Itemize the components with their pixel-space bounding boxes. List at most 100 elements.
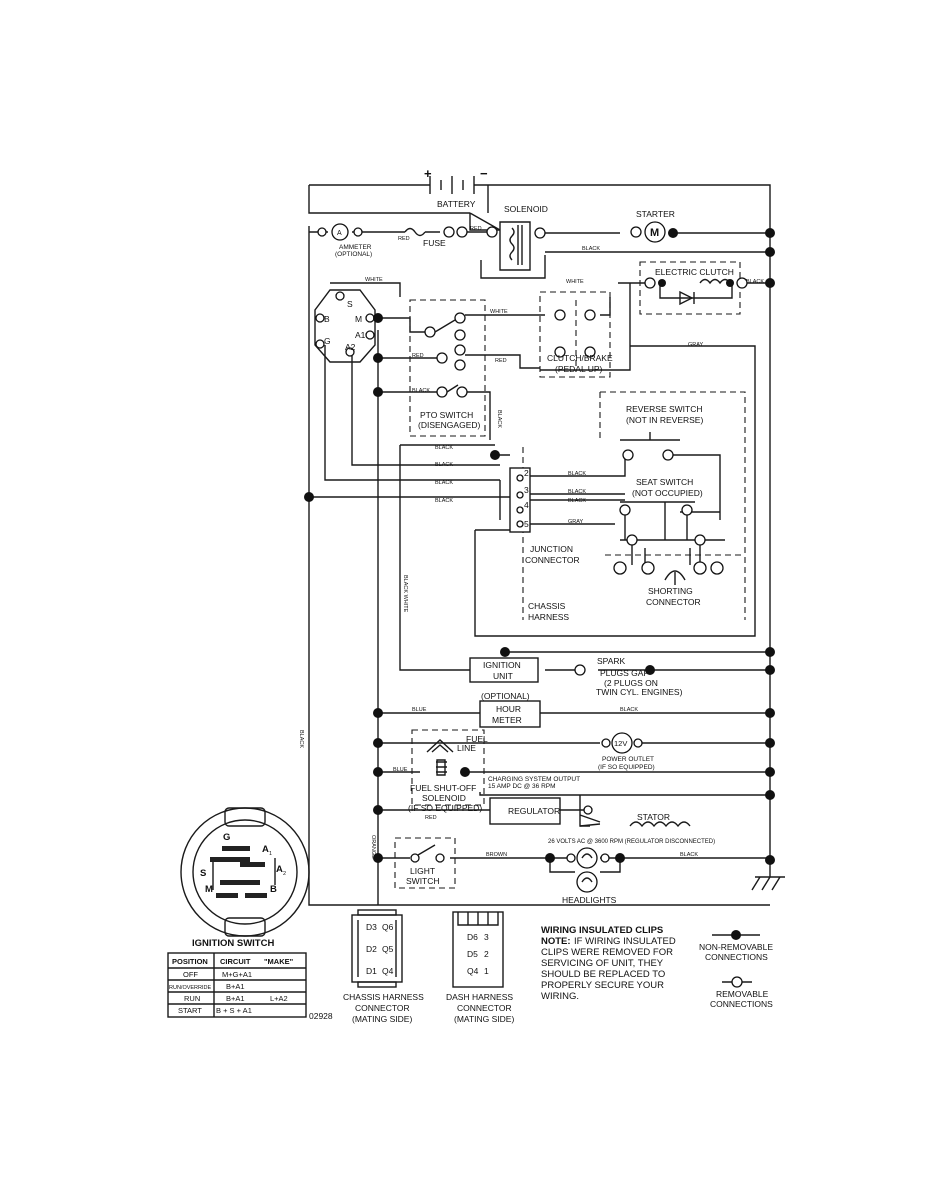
wire-black-label: BLACK bbox=[298, 730, 304, 748]
headlight-terminal bbox=[566, 853, 576, 863]
solenoid-label: SOLENOID bbox=[504, 204, 548, 214]
dash-harness-connector-icon bbox=[452, 911, 504, 988]
shorting-connector-icon bbox=[613, 561, 724, 585]
ignition-unit-label: IGNITION bbox=[483, 660, 521, 670]
hour-meter-optional: (OPTIONAL) bbox=[481, 691, 530, 701]
regulator-terminal bbox=[583, 805, 593, 815]
table-cell: B+A1 bbox=[226, 994, 245, 1003]
starter-junction bbox=[668, 228, 678, 238]
hour-meter-box bbox=[479, 700, 541, 728]
table-cell: RUN bbox=[184, 994, 200, 1003]
wiring-lines bbox=[308, 184, 785, 906]
chassis-pin: D3 bbox=[366, 922, 377, 932]
wire-white-label: WHITE bbox=[490, 309, 508, 315]
electric-clutch-label: ELECTRIC CLUTCH bbox=[655, 267, 734, 277]
wire-black-white-label: BLACK WHITE bbox=[402, 575, 408, 613]
key-label-a2-sub: 2 bbox=[283, 871, 286, 877]
fuel-solenoid-label: FUEL SHUT-OFF bbox=[410, 783, 476, 793]
ignition-terminal-s: S bbox=[347, 299, 353, 309]
starter-m-glyph: M bbox=[650, 227, 659, 239]
dash-pin: 3 bbox=[484, 932, 489, 942]
battery-pos-label: + bbox=[424, 166, 432, 181]
chassis-harness-connector-icon bbox=[351, 909, 403, 988]
wire-black-label: BLACK bbox=[435, 480, 453, 486]
shorting-connector-label: CONNECTOR bbox=[646, 597, 701, 607]
battery-neg-label: − bbox=[480, 166, 488, 181]
notes-line: PROPERLY SECURE YOUR bbox=[541, 980, 664, 991]
fuse-label: FUSE bbox=[423, 238, 446, 248]
dash-pin: 1 bbox=[484, 966, 489, 976]
outlet-terminal bbox=[633, 738, 643, 748]
key-label-a1-sub: 1 bbox=[269, 851, 272, 857]
stator-coil-icon bbox=[579, 814, 691, 828]
dash-connector-label: (MATING SIDE) bbox=[454, 1014, 514, 1024]
light-switch-label: SWITCH bbox=[406, 876, 440, 886]
svg-text:A: A bbox=[337, 230, 342, 237]
legend-removable-icon bbox=[722, 976, 752, 988]
fuel-solenoid-label: (IF SO EQUIPPED) bbox=[408, 803, 482, 813]
junction-connector-label: CONNECTOR bbox=[525, 555, 580, 565]
table-cell: START bbox=[178, 1006, 202, 1015]
fuse-terminal bbox=[456, 226, 468, 238]
clutch-terminal bbox=[644, 277, 656, 289]
chassis-pin: Q5 bbox=[382, 944, 394, 954]
clutch-brake-label: CLUTCH/BRAKE bbox=[547, 353, 613, 363]
hour-meter-label: HOUR bbox=[496, 704, 521, 714]
chassis-pin: Q6 bbox=[382, 922, 394, 932]
chassis-harness-label: HARNESS bbox=[528, 612, 569, 622]
junction-connector-label: JUNCTION bbox=[530, 544, 573, 554]
ignition-unit-box bbox=[469, 657, 539, 683]
spark-plug-label: (2 PLUGS ON bbox=[604, 678, 658, 688]
wire-brown-label: BROWN bbox=[486, 852, 507, 858]
fuel-solenoid-icon bbox=[426, 739, 454, 776]
pto-switch-contacts bbox=[424, 312, 468, 398]
table-cell: B + S + A1 bbox=[216, 1006, 252, 1015]
wire-gray-label: GRAY bbox=[688, 342, 704, 348]
ignition-terminal-b: B bbox=[324, 314, 330, 324]
ignition-switch-face bbox=[180, 807, 310, 937]
reverse-switch-contacts bbox=[620, 432, 680, 461]
wire-orange-label: ORANGE bbox=[370, 835, 376, 859]
wire-red-label: RED bbox=[470, 226, 482, 232]
key-label-b: B bbox=[270, 884, 277, 895]
starter-terminal bbox=[630, 226, 642, 238]
non-removable-junctions bbox=[304, 228, 775, 865]
hour-meter-label: METER bbox=[492, 715, 522, 725]
key-label-g: G bbox=[223, 832, 230, 843]
chassis-connector-label: CONNECTOR bbox=[355, 1003, 410, 1013]
table-cell: RUN/OVERRIDE bbox=[169, 985, 212, 991]
reverse-switch-label: REVERSE SWITCH bbox=[626, 404, 703, 414]
table-header: POSITION bbox=[172, 957, 208, 966]
dash-connector-label: DASH HARNESS bbox=[446, 992, 513, 1002]
shorting-connector-label: SHORTING bbox=[648, 586, 693, 596]
notes-head: NOTE: bbox=[541, 936, 571, 947]
fuse-icon bbox=[404, 227, 426, 237]
stator-label: STATOR bbox=[637, 812, 670, 822]
solenoid-coil-icon bbox=[509, 225, 523, 265]
key-label-m: M bbox=[205, 884, 213, 895]
ignition-terminal-g: G bbox=[324, 336, 331, 346]
table-cell: M+G+A1 bbox=[222, 970, 252, 979]
stator-rating: 26 VOLTS AC @ 3600 RPM (REGULATOR DISCON… bbox=[548, 839, 715, 845]
ignition-terminal-m: M bbox=[355, 314, 362, 324]
spark-plug-label: SPARK bbox=[597, 656, 626, 666]
wire-black-label: BLACK bbox=[435, 445, 453, 451]
table-cell: OFF bbox=[183, 970, 198, 979]
reverse-switch-state: (NOT IN REVERSE) bbox=[626, 415, 703, 425]
fuel-line-label: FUEL bbox=[466, 734, 488, 744]
wire-black-label: BLACK bbox=[435, 462, 453, 468]
regulator-box bbox=[489, 797, 561, 825]
wire-black-label: BLACK bbox=[620, 707, 638, 713]
headlight-icon bbox=[576, 847, 598, 893]
fuel-solenoid-label: SOLENOID bbox=[422, 793, 466, 803]
notes-line: SHOULD BE REPLACED TO bbox=[541, 969, 665, 980]
diagram-code: 02928 bbox=[309, 1011, 333, 1021]
power-outlet-label: POWER OUTLET bbox=[602, 756, 654, 763]
charging-output-label: CHARGING SYSTEM OUTPUT bbox=[488, 776, 580, 783]
svg-text:12V: 12V bbox=[614, 739, 627, 748]
junction-pin: 3 bbox=[524, 485, 529, 495]
table-header: "MAKE" bbox=[264, 957, 294, 966]
ammeter-label: AMMETER bbox=[339, 244, 372, 251]
notes-line: SERVICING OF UNIT, THEY bbox=[541, 958, 664, 969]
starter-motor-icon: M bbox=[644, 221, 666, 243]
